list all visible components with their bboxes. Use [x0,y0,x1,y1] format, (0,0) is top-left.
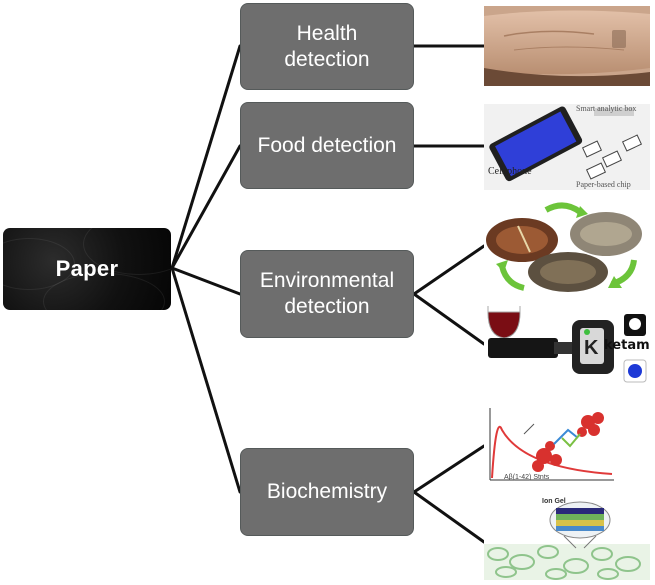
molecule-curve-icon [489,408,614,481]
connector-bio-image-1 [412,444,486,494]
environmental-detection-image-2: K ketamine [484,302,650,386]
node-biochemistry-label: Biochemistry [266,480,388,503]
porous-membrane-icon [484,501,650,580]
connector-bio-image-2 [412,490,486,544]
connector-root-biochem [170,266,242,494]
wrist-icon [484,6,650,86]
svg-text:K: K [584,337,599,359]
health-detection-image [484,6,650,86]
node-food-detection: Food detection [240,102,414,189]
food-caption-left: Cell phone [488,166,532,177]
root-node-paper: Paper [3,228,171,310]
biochemistry-image-1: Aβ(1-42) Stnts [484,404,650,488]
root-node-label: Paper [55,256,119,281]
node-biochemistry: Biochemistry [240,448,414,536]
ion-gel-label: Ion Gel [542,498,566,505]
node-health-label-line-1: Health [296,21,358,45]
connector-root-food [170,144,242,270]
connector-root-health [170,44,242,270]
node-environmental-label-line-2: detection [284,295,370,318]
food-caption-top: Smart analytic box [576,104,637,113]
ketamine-label: ketamine [604,338,650,353]
biochemistry-image-2: Ion Gel [484,496,650,580]
food-caption-bottom: Paper-based chip [576,180,631,189]
connector-root-environment [170,266,242,296]
biochem-axis-label: Aβ(1-42) Stnts [504,474,550,481]
ketamine-sensor-icon: K [487,306,647,383]
node-environmental-label-line-1: Environmental [259,269,395,292]
node-environmental-detection: Environmental detection [240,250,414,338]
node-food-label: Food detection [257,133,397,157]
environmental-detection-image-1 [484,200,650,292]
food-detection-image: Smart analytic box Cell phone Paper-base… [484,104,650,190]
node-health-detection: Health detection [240,3,414,90]
environment-cycle-icon [486,202,642,292]
node-health-label-line-2: detection [284,47,370,71]
phone-icon [484,104,650,190]
connector-env-image-1 [412,244,486,296]
connector-env-image-2 [412,292,486,346]
